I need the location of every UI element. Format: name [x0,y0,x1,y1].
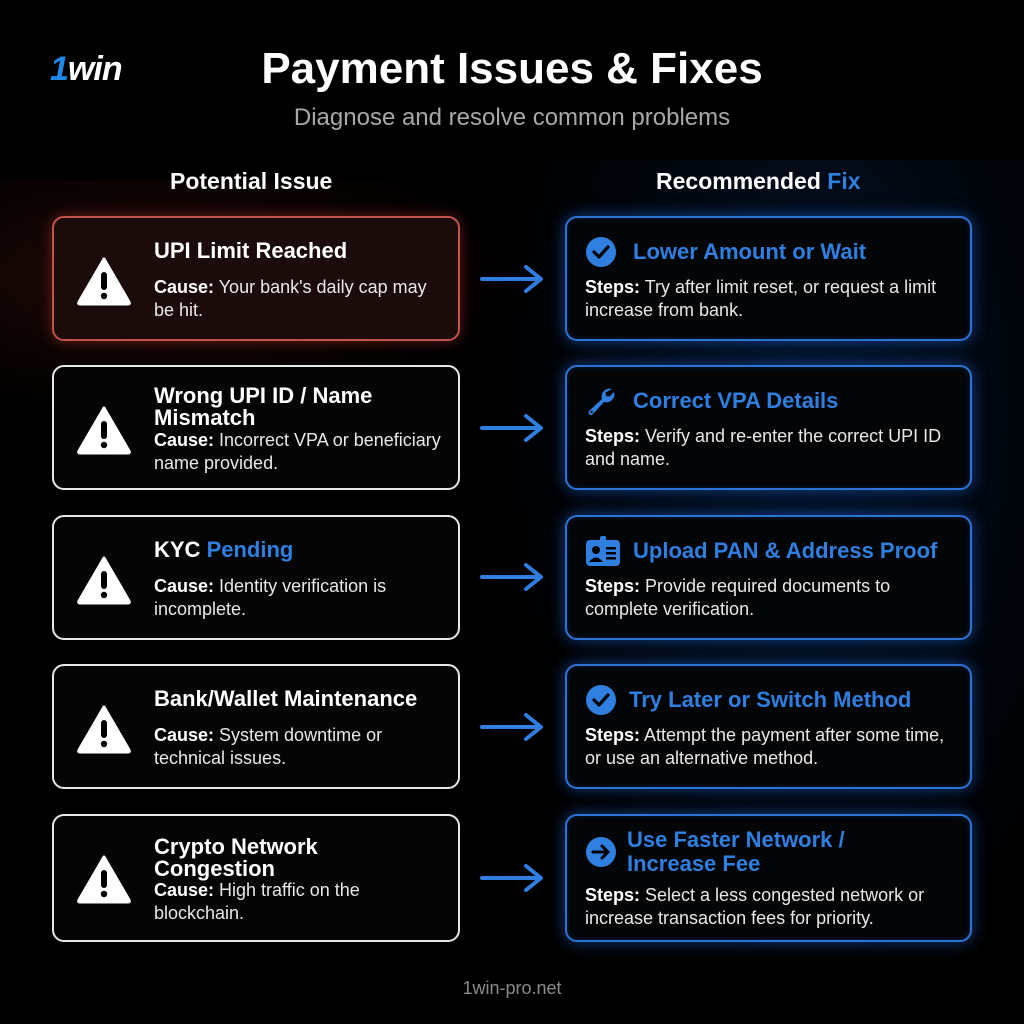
fix-steps: Steps: Attempt the payment after some ti… [585,724,958,770]
cause-label: Cause: [154,576,215,596]
cause-text: Incorrect VPA or beneficiary name provid… [154,430,441,473]
issue-card-kyc-pending: KYC Pending Cause: Identity verification… [52,515,460,640]
fix-steps: Steps: Verify and re-enter the correct U… [585,425,958,471]
steps-text: Select a less congested network or incre… [585,885,925,928]
warning-icon [77,406,131,455]
fix-card-correct-vpa: Correct VPA Details Steps: Verify and re… [565,365,972,490]
issue-title-text: Bank/Wallet Maintenance [154,686,418,711]
logo-text: win [67,50,123,88]
fix-title: Upload PAN & Address Proof [633,538,938,563]
issue-title: Wrong UPI ID / Name Mismatch [154,385,398,429]
steps-text: Provide required documents to complete v… [585,576,891,619]
issue-card-upi-limit: UPI Limit Reached Cause: Your bank's dai… [52,216,460,341]
cause-label: Cause: [154,880,215,900]
fix-card-try-later: Try Later or Switch Method Steps: Attemp… [565,664,972,789]
arrow-right-icon [480,713,543,741]
issue-cause: Cause: Identity verification is incomple… [154,575,444,621]
issue-card-crypto-congestion: Crypto Network Congestion Cause: High tr… [52,814,460,942]
issue-cause: Cause: High traffic on the blockchain. [154,879,444,925]
warning-icon [77,705,131,754]
issue-cause: Cause: System downtime or technical issu… [154,724,444,770]
wrench-icon [588,388,615,415]
cause-label: Cause: [154,430,215,450]
steps-label: Steps: [585,576,641,596]
issue-card-maintenance: Bank/Wallet Maintenance Cause: System do… [52,664,460,789]
issue-title: KYC Pending [154,539,444,561]
issue-title-text: Crypto Network Congestion [154,834,318,881]
issue-card-wrong-upi: Wrong UPI ID / Name Mismatch Cause: Inco… [52,365,460,490]
warning-icon [77,855,131,904]
steps-text: Try after limit reset, or request a limi… [585,277,937,320]
steps-text: Attempt the payment after some time, or … [585,725,945,768]
issue-cause: Cause: Incorrect VPA or beneficiary name… [154,429,444,475]
warning-icon [77,257,131,306]
arrow-right-icon [480,414,543,442]
arrow-right-icon [480,864,543,892]
issue-title: Bank/Wallet Maintenance [154,688,444,710]
page-title: Payment Issues & Fixes [0,44,1024,94]
cause-text: Your bank's daily cap may be hit. [154,277,427,320]
steps-text: Verify and re-enter the correct UPI ID a… [585,426,942,469]
issue-title-accent: Pending [206,537,294,562]
page-subtitle: Diagnose and resolve common problems [293,104,731,131]
issue-title-text: KYC [154,537,207,562]
arrow-right-icon [480,265,543,293]
logo-digit: 1 [50,50,69,88]
footer-url: 1win-pro.net [462,978,562,998]
cause-text: System downtime or technical issues. [154,725,383,768]
issue-title: UPI Limit Reached [154,240,444,262]
check-circle-icon [586,685,616,715]
fix-title: Try Later or Switch Method [629,687,912,712]
fix-card-faster-network: Use Faster Network / Increase Fee Steps:… [565,814,972,942]
steps-label: Steps: [585,277,641,297]
fix-steps: Steps: Select a less congested network o… [585,884,958,930]
issue-cause: Cause: Your bank's daily cap may be hit. [154,276,444,322]
column-header-fix: Recommended Fix [656,168,861,195]
fix-card-upload-documents: Upload PAN & Address Proof Steps: Provid… [565,515,972,640]
steps-label: Steps: [585,426,641,446]
fix-title: Correct VPA Details [633,388,839,413]
brand-logo: 1win [50,50,123,89]
check-circle-icon [586,237,616,267]
fix-title: Use Faster Network / Increase Fee [627,827,845,876]
cause-text: Identity verification is incomplete. [154,576,387,619]
cause-label: Cause: [154,725,215,745]
arrow-right-icon [480,563,543,591]
cause-text: High traffic on the blockchain. [154,880,360,923]
issue-title-text: Wrong UPI ID / Name Mismatch [154,383,373,430]
arrow-circle-icon [586,837,616,867]
fix-card-lower-amount: Lower Amount or Wait Steps: Try after li… [565,216,972,341]
steps-label: Steps: [585,725,641,745]
id-card-icon [586,536,620,566]
fix-steps: Steps: Provide required documents to com… [585,575,958,621]
warning-icon [77,556,131,605]
column-header-fix-main: Recommended [656,168,828,194]
fix-steps: Steps: Try after limit reset, or request… [585,276,958,322]
cause-label: Cause: [154,277,215,297]
column-header-fix-accent: Fix [827,168,861,194]
steps-label: Steps: [585,885,641,905]
column-header-issue: Potential Issue [170,168,333,194]
issue-title: Crypto Network Congestion [154,836,358,880]
fix-title: Lower Amount or Wait [633,239,867,264]
page-title-text: Payment Issues & Fixes [261,44,763,93]
issue-title-text: UPI Limit Reached [154,238,348,263]
